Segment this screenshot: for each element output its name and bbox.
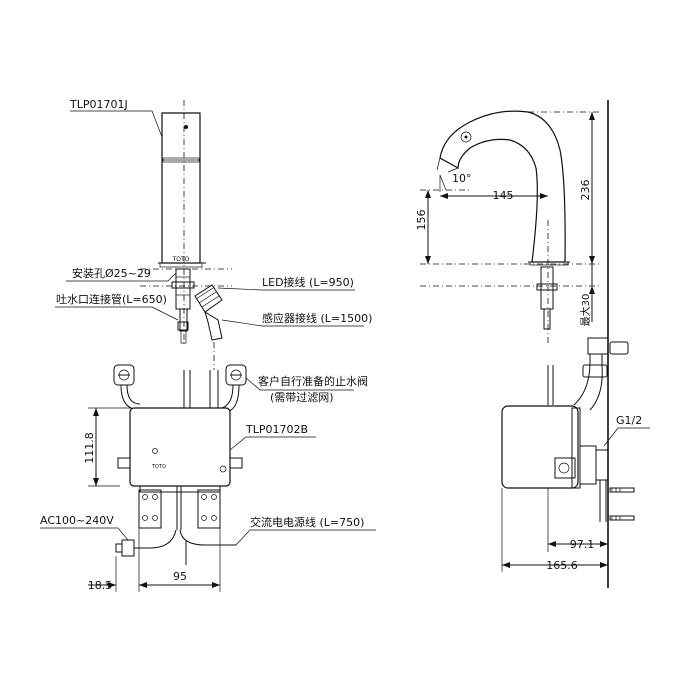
label-ac-cable: 交流电电源线 (L=750) — [250, 515, 364, 529]
dim-wall-to-pipe: 97.1 — [570, 538, 595, 551]
dim-wall-to-box: 165.6 — [546, 559, 578, 572]
label-stop-valve-line2: (需带过滤网) — [270, 391, 334, 404]
label-mount-hole: 安装孔Ø25~29 — [72, 266, 151, 280]
svg-text:TOTO: TOTO — [151, 464, 166, 470]
stop-valve-right — [221, 364, 247, 413]
label-faucet-model: TLP01701J — [69, 98, 128, 111]
front-view: TOTO — [40, 98, 376, 592]
side-view: 10° — [415, 100, 650, 588]
wall-stop-valve — [573, 337, 629, 411]
dim-offset-left: 18.5 — [88, 579, 113, 592]
power-cable — [115, 529, 236, 565]
faucet-shank — [171, 268, 195, 344]
label-thread-size: G1/2 — [616, 414, 642, 427]
label-sensor-cable: 感应器接线 (L=1500) — [262, 311, 372, 325]
dim-spout-height: 156 — [415, 210, 428, 231]
dim-box-height: 111.8 — [83, 432, 96, 464]
svg-text:TOTO: TOTO — [172, 256, 190, 263]
stop-valve-left — [113, 364, 141, 411]
dim-width-95: 95 — [173, 570, 187, 583]
label-ac-voltage: AC100~240V — [40, 514, 114, 527]
dim-spout-angle: 10° — [452, 172, 472, 185]
faucet-body: TOTO — [158, 112, 206, 268]
control-box: TOTO — [117, 407, 243, 530]
label-max-30: 最大30 — [579, 294, 592, 327]
dim-total-height: 236 — [579, 180, 592, 201]
sensor-connector — [194, 284, 223, 341]
faucet-gooseneck — [436, 110, 570, 266]
side-control-box — [501, 405, 635, 522]
side-shank — [536, 266, 558, 330]
label-control-box-model: TLP01702B — [245, 423, 308, 436]
dim-spout-reach: 145 — [493, 189, 514, 202]
label-stop-valve-line1: 客户自行准备的止水阀 — [258, 374, 368, 388]
label-led-cable: LED接线 (L=950) — [262, 275, 354, 289]
label-outlet-pipe: 吐水口连接管(L=650) — [56, 292, 167, 306]
